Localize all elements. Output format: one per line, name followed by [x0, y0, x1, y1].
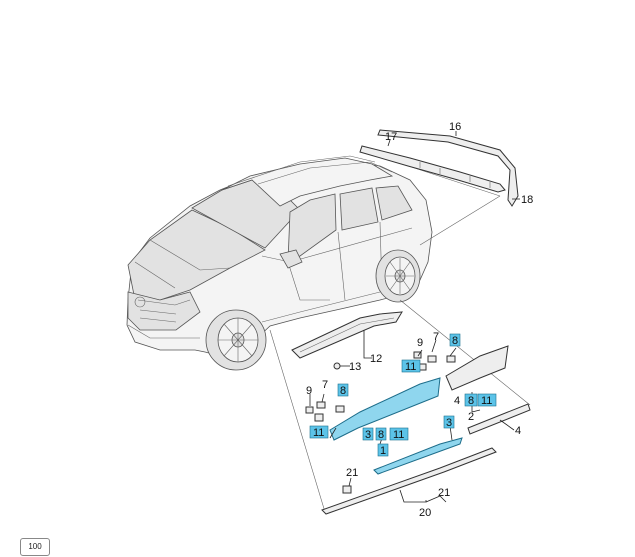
label-3b: 3: [446, 417, 452, 429]
label-12: 12: [370, 353, 382, 365]
label-2: 2: [468, 411, 474, 423]
label-3a: 3: [365, 429, 371, 441]
label-8a: 8: [452, 335, 458, 347]
label-17: 17: [385, 131, 397, 143]
label-20: 20: [419, 507, 431, 519]
label-9a: 9: [417, 337, 423, 349]
sill-trim-group: [291, 311, 403, 370]
label-8b: 8: [340, 385, 346, 397]
label-9b: 9: [306, 385, 312, 397]
highlight-boxes: [309, 333, 497, 457]
label-18: 18: [521, 194, 533, 206]
label-8d: 8: [378, 429, 384, 441]
label-8c: 8: [468, 395, 474, 407]
label-7b: 7: [322, 379, 328, 391]
label-21a: 21: [346, 467, 358, 479]
label-4a: 4: [454, 395, 460, 407]
page-number-text: 100: [28, 542, 42, 551]
label-11b: 11: [313, 427, 324, 439]
leader-lines: [309, 131, 520, 503]
label-11a: 11: [405, 361, 416, 373]
label-16: 16: [449, 121, 461, 133]
fasteners: [305, 351, 456, 494]
label-11e: 11: [393, 429, 404, 441]
part-labels: 16 17 18 7 8 9 11 13 12 9 7 8 11 4 8 11 …: [306, 121, 533, 519]
roof-rail-group: [359, 129, 519, 207]
label-11c: 11: [481, 395, 492, 407]
label-4b: 4: [515, 425, 521, 437]
label-13: 13: [349, 361, 361, 373]
label-7a: 7: [433, 331, 439, 343]
label-21b: 21: [438, 487, 450, 499]
guide-lines: [269, 159, 531, 513]
page-number-badge: 100: [20, 538, 50, 556]
label-1: 1: [380, 445, 386, 457]
door-trim-parts: [321, 345, 531, 515]
vehicle-illustration: [126, 155, 433, 371]
